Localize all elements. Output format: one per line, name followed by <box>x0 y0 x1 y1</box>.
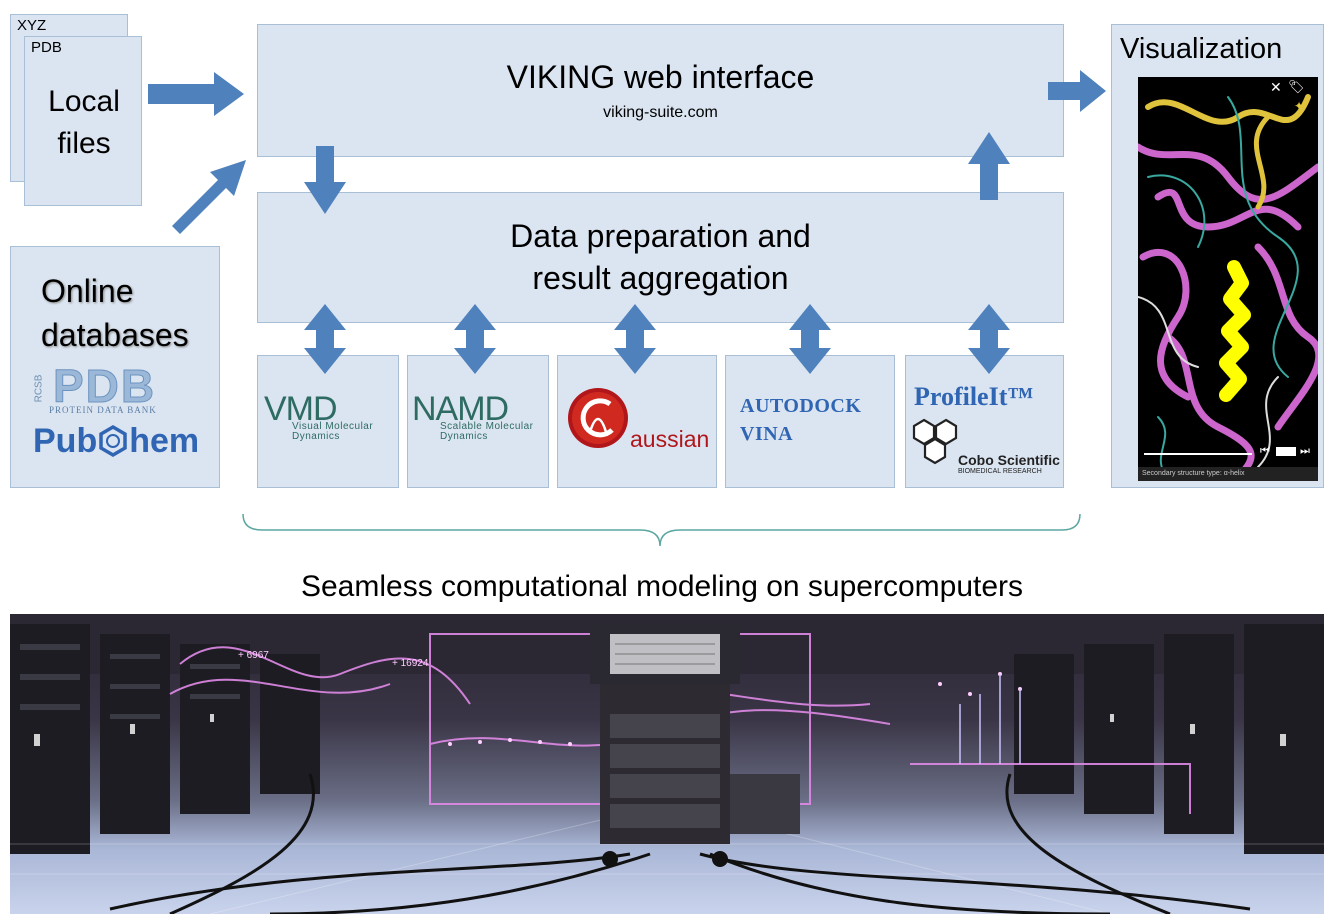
online-databases-panel: Online databases RCSB PDB PROTEIN DATA B… <box>10 246 220 488</box>
arrow-prep-namd <box>454 304 496 374</box>
online-databases-label-line2: databases <box>41 317 189 353</box>
tool-box-gaussian: aussian <box>557 355 717 488</box>
pdb-logo-main-text: PDB <box>52 360 157 413</box>
local-files-label: Local files <box>25 81 143 165</box>
floating-label-1: + 6967 <box>238 650 269 661</box>
supercomputer-room-image: + 6967 + 16924 <box>10 614 1324 914</box>
vmd-logo-subtitle-line2: Dynamics <box>292 431 340 442</box>
viking-web-interface-box: VIKING web interface viking-suite.com <box>257 24 1064 157</box>
viewer-wand-icon[interactable]: ✦ <box>1294 99 1305 113</box>
tool-box-namd: NAMD Scalable Molecular Dynamics <box>407 355 549 488</box>
file-tag-pdb: PDB <box>31 39 62 56</box>
arrow-local-to-web <box>148 72 244 116</box>
tool-box-autodock: AUTODOCK VINA <box>725 355 895 488</box>
pubchem-logo-right: hem <box>129 421 200 460</box>
namd-logo-subtitle-line1: Scalable Molecular <box>440 421 534 432</box>
namd-logo-subtitle-line2: Dynamics <box>440 431 488 442</box>
pubchem-logo: Pub hem <box>33 419 199 463</box>
viewer-timeline-slider[interactable] <box>1144 453 1252 455</box>
arrow-prep-profileit <box>968 304 1010 374</box>
local-file-pdb-card: PDB Local files <box>24 36 142 206</box>
autodock-logo-line1: AUTODOCK <box>740 395 862 417</box>
data-preparation-box: Data preparation and result aggregation <box>257 192 1064 323</box>
viewer-status-bar: Secondary structure type: α-helix <box>1138 467 1318 481</box>
gaussian-logo-name: aussian <box>630 426 710 452</box>
namd-logo-name: NAMD <box>412 390 509 428</box>
arrow-web-to-prep <box>304 146 346 214</box>
visualization-panel: Visualization ✕ 🏷 ✦ ⏮ ⏭ <box>1111 24 1324 488</box>
viewer-prev-icon[interactable]: ⏮ <box>1260 445 1270 457</box>
curly-brace <box>242 513 1081 547</box>
tool-box-vmd: VMD Visual Molecular Dynamics <box>257 355 399 488</box>
viewer-frame-input[interactable] <box>1276 447 1296 456</box>
cobo-company-sub: BIOMEDICAL RESEARCH <box>958 468 1042 475</box>
viewer-tag-icon[interactable]: 🏷 <box>1288 79 1305 94</box>
gaussian-logo-icon <box>568 388 628 448</box>
vmd-logo-subtitle-line1: Visual Molecular <box>292 421 374 432</box>
profileit-logo-name: ProfileIt™ <box>914 382 1034 411</box>
arrow-prep-autodock <box>789 304 831 374</box>
supercomputer-scene: + 6967 + 16924 <box>10 614 1324 914</box>
data-prep-label-line1: Data preparation and <box>510 218 811 254</box>
tool-box-profileit: ProfileIt™ Cobo Scientific BIOMEDICAL RE… <box>905 355 1064 488</box>
flow-arrows <box>148 70 1106 547</box>
viewer-status-text: Secondary structure type: α-helix <box>1142 470 1245 477</box>
cobo-company-name: Cobo Scientific <box>958 452 1060 468</box>
local-files-label-line1: Local <box>48 85 120 118</box>
viewer-close-icon[interactable]: ✕ <box>1270 79 1282 95</box>
pubchem-logo-left: Pub <box>33 421 98 460</box>
vmd-logo-subtitle: Visual Molecular Dynamics <box>292 422 373 442</box>
local-files-label-line2: files <box>57 127 111 160</box>
arrow-prep-gaussian <box>614 304 656 374</box>
floating-label-2: + 16924 <box>392 658 429 669</box>
arrow-prep-to-web <box>968 132 1010 200</box>
pdb-logo-sub-text: PROTEIN DATA BANK <box>49 405 157 415</box>
autodock-logo-line2: VINA <box>740 423 794 445</box>
pubchem-hexagon-icon <box>99 424 127 458</box>
file-tag-xyz: XYZ <box>17 17 47 34</box>
online-databases-label: Online databases <box>41 269 189 357</box>
autodock-logo: AUTODOCK VINA <box>740 392 861 448</box>
protein-structure-image <box>1138 94 1318 481</box>
online-databases-label-line1: Online <box>41 273 134 309</box>
arrow-prep-vmd <box>304 304 346 374</box>
namd-logo-subtitle: Scalable Molecular Dynamics <box>440 422 534 442</box>
cobo-hexagons-icon <box>912 418 958 465</box>
visualization-title: Visualization <box>1120 33 1283 65</box>
data-prep-label-line2: result aggregation <box>532 260 789 296</box>
vmd-logo: VMD Visual Molecular Dynamics <box>262 390 396 450</box>
arrow-online-to-web <box>172 160 246 234</box>
pdb-logo: RCSB PDB PROTEIN DATA BANK <box>33 360 203 417</box>
vmd-logo-name: VMD <box>264 390 338 428</box>
data-prep-label: Data preparation and result aggregation <box>258 215 1063 299</box>
web-interface-title: VIKING web interface <box>506 59 815 95</box>
supercomputer-caption: Seamless computational modeling on super… <box>300 570 1024 603</box>
arrow-web-to-vis <box>1048 70 1106 112</box>
namd-logo: NAMD Scalable Molecular Dynamics <box>412 390 546 450</box>
web-interface-url: viking-suite.com <box>603 104 718 121</box>
molecule-viewer: ✕ 🏷 ✦ ⏮ ⏭ Secondary structure type: α-he… <box>1138 77 1318 481</box>
viewer-next-icon[interactable]: ⏭ <box>1300 445 1310 457</box>
